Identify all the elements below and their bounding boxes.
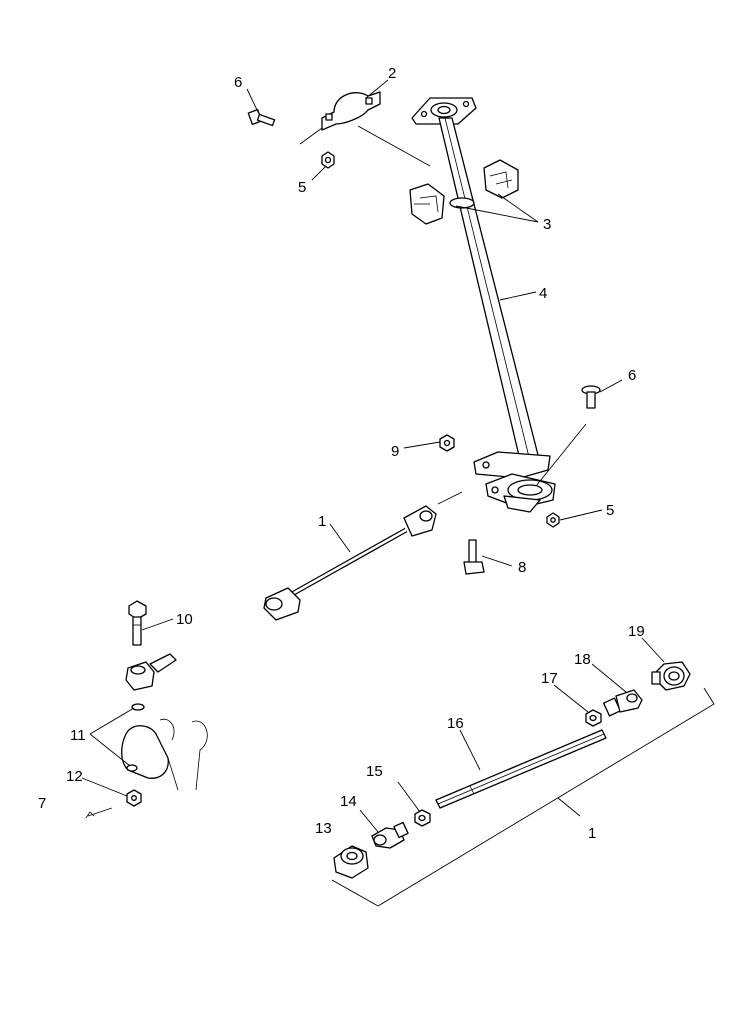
callout-16: 16 (447, 715, 464, 732)
callout-10: 10 (176, 611, 193, 628)
callout-13: 13 (315, 820, 332, 837)
tie-rod-end-left (125, 653, 177, 691)
rod-end-19 (651, 661, 691, 691)
callout-2: 2 (388, 65, 396, 82)
tie-rod-16 (435, 729, 607, 809)
callout-3: 3 (543, 216, 551, 233)
callout-12: 12 (66, 768, 83, 785)
spindle-arm (121, 718, 208, 791)
clamp (321, 91, 381, 131)
ball-joint-18 (602, 689, 643, 717)
bolt-top (247, 109, 276, 127)
callout-5-lower: 5 (606, 502, 614, 519)
callout-4: 4 (539, 285, 547, 302)
tie-rod-assembly (263, 505, 437, 621)
callout-6-top: 6 (234, 74, 242, 91)
callout-11: 11 (70, 727, 86, 744)
nut-top (321, 151, 335, 169)
leader-lines (81, 79, 665, 833)
group-bracket (331, 687, 715, 907)
callout-7: 7 (38, 795, 46, 812)
callout-14: 14 (340, 793, 357, 810)
callout-6-lower: 6 (628, 367, 636, 384)
callout-15: 15 (366, 763, 383, 780)
bushing-left (409, 183, 445, 225)
nut-lower (546, 512, 560, 528)
rod-end-13 (333, 845, 369, 879)
nut-12 (126, 789, 142, 807)
steering-post (411, 97, 556, 513)
jam-nut-15 (414, 809, 431, 827)
washer-upper (131, 703, 145, 711)
bolt-8 (463, 539, 485, 575)
jam-nut-17 (585, 709, 602, 727)
callout-19: 19 (628, 623, 645, 640)
bolt-10 (128, 600, 147, 646)
callout-18: 18 (574, 651, 591, 668)
callout-9: 9 (391, 443, 399, 460)
ball-joint-14 (371, 821, 409, 849)
nut-9 (439, 434, 455, 452)
callout-1-upper: 1 (318, 513, 326, 530)
bushing-right (483, 159, 519, 199)
callout-17: 17 (541, 670, 558, 687)
bolt-lower (581, 385, 601, 409)
callout-8: 8 (518, 559, 526, 576)
cotter-pin (85, 807, 113, 819)
callout-1-lower: 1 (588, 825, 596, 842)
callout-5-top: 5 (298, 179, 306, 196)
